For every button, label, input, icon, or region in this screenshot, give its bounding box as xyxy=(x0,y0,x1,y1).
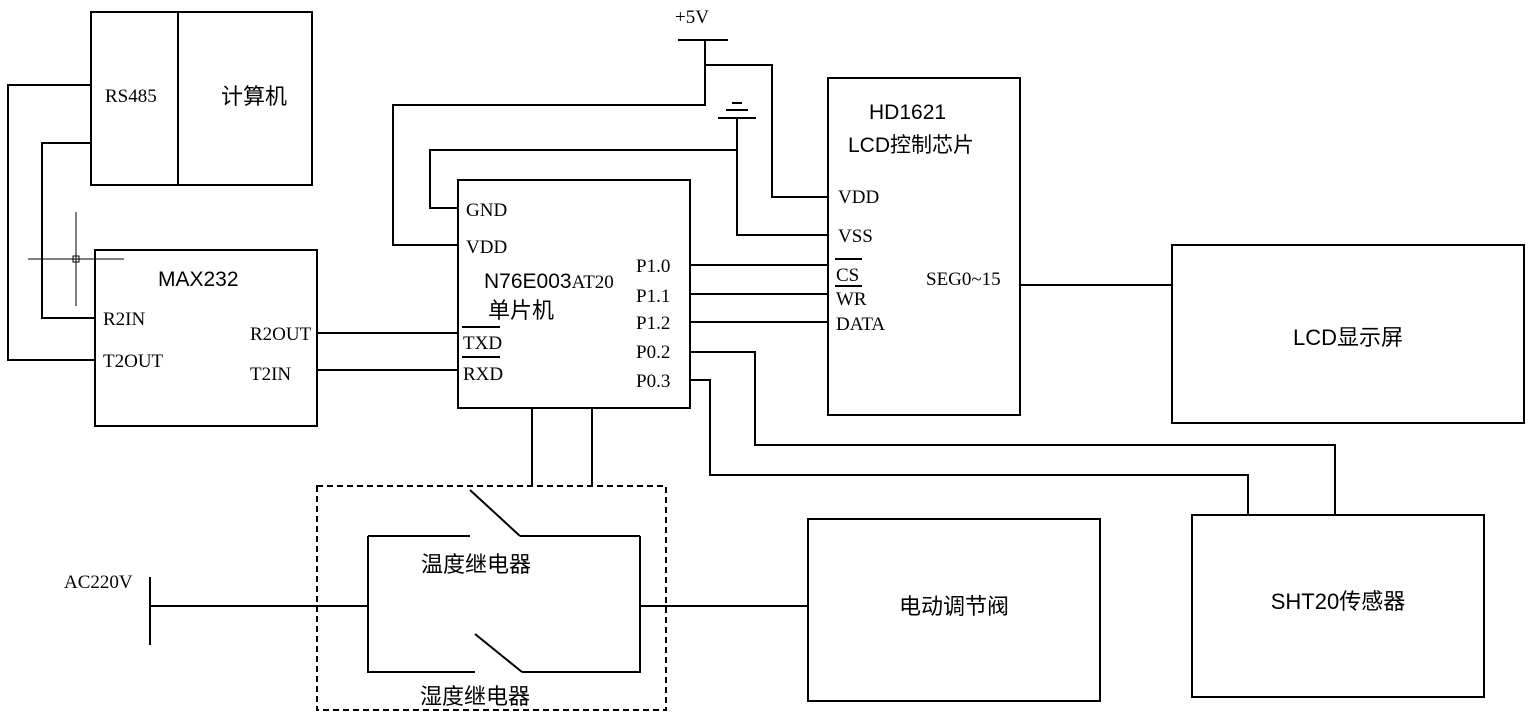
sensor-label: SHT20传感器 xyxy=(1271,589,1405,614)
max232-r2in-pin: R2IN xyxy=(103,309,146,330)
hd1621-title: HD1621 xyxy=(869,101,946,124)
mcu-txd-pin: TXD xyxy=(463,333,502,354)
computer-box xyxy=(90,11,313,186)
mcu-p10-pin: P1.0 xyxy=(636,256,670,277)
humid-relay-switch xyxy=(474,633,523,673)
hd1621-box xyxy=(827,77,1021,416)
valve-box xyxy=(807,518,1101,702)
mcu-p03-pin: P0.3 xyxy=(636,371,670,392)
max232-box xyxy=(94,249,318,427)
hd1621-wr-pin: WR xyxy=(836,289,867,310)
max232-t2out-pin: T2OUT xyxy=(103,351,164,372)
sensor-block: SHT20传感器 xyxy=(1191,514,1485,698)
mcu-box xyxy=(457,179,691,409)
temp-relay-switch xyxy=(469,489,521,537)
mcu-p02-pin: P0.2 xyxy=(636,342,670,363)
max232-r2out-pin: R2OUT xyxy=(250,324,312,345)
hd1621-seg-pin: SEG0~15 xyxy=(926,269,1001,290)
wire-rs485-r2in xyxy=(41,142,95,319)
max232-block: MAX232 R2IN T2OUT R2OUT T2IN xyxy=(94,249,318,427)
mcu-title: N76E003AT20 xyxy=(484,270,614,293)
computer-block: RS485 计算机 xyxy=(90,11,313,186)
mcu-vdd-pin: VDD xyxy=(466,237,507,258)
hd1621-cs-pin: CS xyxy=(836,265,859,286)
max232-t2in-pin: T2IN xyxy=(250,364,291,385)
lcd-box xyxy=(1171,244,1525,424)
hd1621-vdd-pin: VDD xyxy=(838,187,879,208)
mcu-subtitle: 单片机 xyxy=(488,298,554,323)
relay-module-frame xyxy=(316,485,667,711)
mcu-model: N76E003 xyxy=(484,270,572,293)
valve-label: 电动调节阀 xyxy=(899,594,1009,619)
vcc-label: +5V xyxy=(675,7,709,28)
wire-vcc-hd1621-vdd xyxy=(705,64,828,198)
lcd-block: LCD显示屏 xyxy=(1171,244,1525,424)
crosshair-cursor-icon xyxy=(28,212,124,306)
wire-gnd-vss xyxy=(736,118,828,236)
mcu-rxd-pin: RXD xyxy=(463,364,503,385)
hd1621-vss-pin: VSS xyxy=(838,226,873,247)
humid-relay-label: 湿度继电器 xyxy=(420,684,530,709)
computer-label: 计算机 xyxy=(221,84,287,109)
ac220v-label: AC220V xyxy=(64,572,133,593)
wire-p03-sensor xyxy=(690,379,1249,515)
mcu-block: GND VDD N76E003AT20 单片机 TXD RXD P1.0 P1.… xyxy=(457,179,691,409)
rs485-label: RS485 xyxy=(105,86,157,107)
wires xyxy=(7,39,1336,673)
hd1621-subtitle: LCD控制芯片 xyxy=(848,134,974,157)
temp-relay-label: 温度继电器 xyxy=(421,552,531,577)
mcu-model-suffix: AT20 xyxy=(572,272,614,293)
wire-vcc-mcu-vdd xyxy=(392,40,706,246)
valve-block: 电动调节阀 xyxy=(807,518,1101,702)
relay-left-rail xyxy=(367,536,475,673)
max232-title: MAX232 xyxy=(158,268,239,291)
mcu-p12-pin: P1.2 xyxy=(636,313,670,334)
hd1621-data-pin: DATA xyxy=(836,314,885,335)
lcd-label: LCD显示屏 xyxy=(1293,325,1403,350)
hd1621-block: HD1621 LCD控制芯片 VDD VSS CS WR DATA SEG0~1… xyxy=(827,77,1021,416)
sensor-box xyxy=(1191,514,1485,698)
relay-right-rail xyxy=(522,536,641,673)
wire-rs485-t2out xyxy=(7,84,95,361)
mcu-p11-pin: P1.1 xyxy=(636,286,670,307)
mcu-gnd-pin: GND xyxy=(466,200,507,221)
wire-p02-sensor xyxy=(690,351,1336,515)
wire-gnd-mcu xyxy=(429,149,737,209)
